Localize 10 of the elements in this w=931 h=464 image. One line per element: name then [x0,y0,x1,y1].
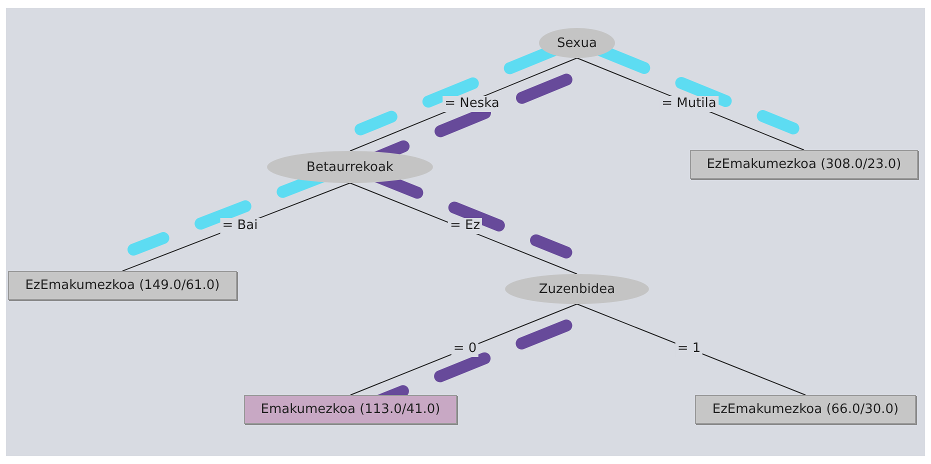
leaf-node: EzEmakumezkoa (149.0/61.0) [8,271,237,300]
edge-label: = 0 [451,341,479,357]
edge-label: = Bai [220,218,260,234]
leaf-node: EzEmakumezkoa (66.0/30.0) [695,395,916,424]
leaf-node: EzEmakumezkoa (308.0/23.0) [690,150,918,179]
edge-label: = 1 [675,341,703,357]
edge-label: = Neska [442,96,502,112]
edge-label: = Ez [448,218,482,234]
branch-line [576,304,806,396]
leaf-node: Emakumezkoa (113.0/41.0) [244,395,457,424]
